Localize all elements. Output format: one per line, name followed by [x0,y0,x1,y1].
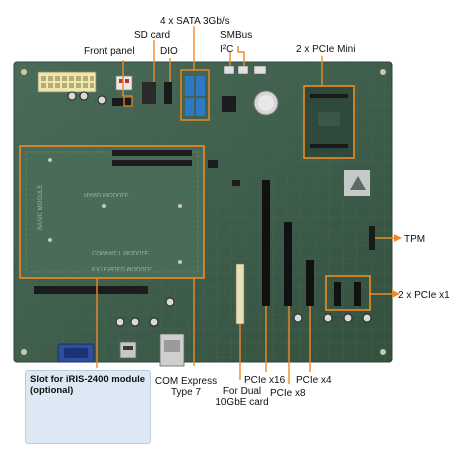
smbus-label: SMBus [220,30,253,41]
vga-port [57,343,95,363]
pcie-x8-slot [284,222,292,306]
tpm-header [369,226,375,250]
front-panel-label: Front panel [84,46,135,57]
board-logo [344,170,370,196]
silkscreen-compact: COMPACT MODULE [92,249,149,255]
leader-lines [96,26,394,384]
pcie-x1-label: 2 x PCIe x1 [398,290,450,301]
dual-10gbe-slot [235,263,245,325]
com-express-connector-lower [34,286,148,294]
sata-label: 4 x SATA 3Gb/s [160,16,230,27]
leader-arrowheads [392,234,402,298]
rtc-battery [253,90,279,116]
fan-connector [115,75,133,91]
pcie-x8-label: PCIe x8 [270,388,306,399]
atx-power-connector [37,71,97,93]
sd-card-slot [142,82,156,104]
pcie-x16-slot [262,180,270,306]
onboard-chips [208,96,240,186]
dio-label: DIO [160,46,178,57]
front-panel-header [112,95,133,107]
silkscreen-basic: BASIC MODULE [38,184,44,230]
pcie-x1-slots [325,275,371,311]
iris-module-callout: Slot for iRIS-2400 module (optional) [25,370,151,444]
callout-title: Slot for iRIS-2400 module (optional) [30,374,146,396]
pcie-x4-label: PCIe x4 [296,375,332,386]
dio-header [164,82,172,104]
com-express-label-line1: COM Express [154,376,218,387]
com-express-label-line2: Type 7 [170,387,202,398]
ethernet-port [159,333,185,367]
dual-10gbe-label: For Dual 10GbE card [210,386,274,408]
dual-10gbe-label-line1: For Dual [222,386,262,397]
pcie-x16-label: PCIe x16 [244,375,286,386]
pcie-mini-slots [303,85,355,159]
sata-connectors [180,69,210,121]
capacitors [67,91,372,327]
silkscreen-extended: EXTENDED MODULE [92,265,153,271]
i2c-label: I²C [220,44,234,55]
com-express-area [19,145,205,279]
com-express-label: COM Express Type 7 [145,376,227,398]
usb-ports [119,341,137,359]
sd-card-label: SD card [134,30,171,41]
pcie-x4-slot [306,260,314,306]
tpm-label: TPM [404,234,426,245]
dual-10gbe-label-line2: 10GbE card [215,397,269,408]
silkscreen-nano: NANO MODULE [84,191,129,197]
pcie-mini-label: 2 x PCIe Mini [296,44,356,55]
smbus-i2c-headers [223,65,267,75]
